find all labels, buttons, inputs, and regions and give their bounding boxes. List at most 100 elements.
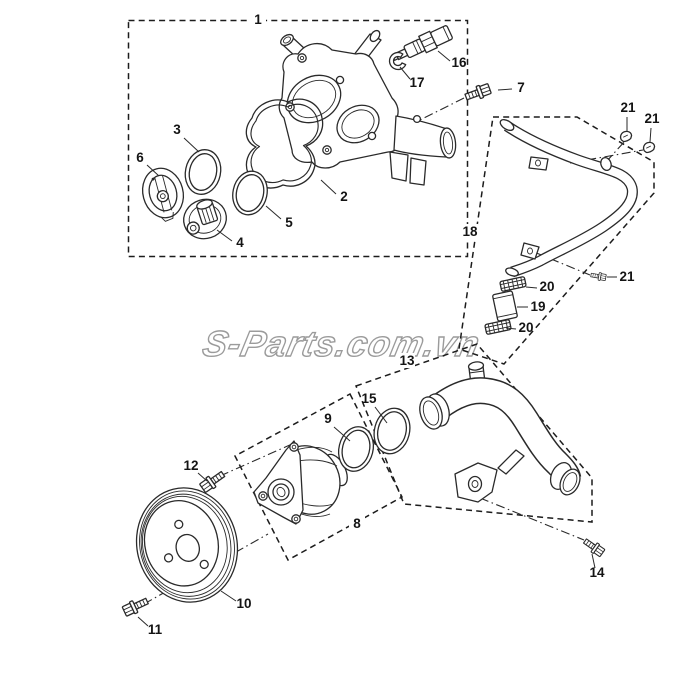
hose-bracket-a <box>528 156 549 171</box>
hose-grommet <box>600 157 612 171</box>
leader-line <box>320 179 337 195</box>
callout-15: 15 <box>361 391 388 424</box>
centerline-bolt-21 <box>533 251 591 276</box>
housing-openings <box>286 74 380 144</box>
leader-line <box>146 164 160 177</box>
part-number-15: 15 <box>361 391 377 406</box>
housing-tab-b <box>409 157 427 186</box>
callout-1: 1 <box>250 12 266 27</box>
part-bolt-21 <box>589 270 607 282</box>
leader-line <box>497 88 513 91</box>
callout-2: 2 <box>320 179 348 204</box>
leader-line <box>437 50 451 62</box>
centerline-bolt-14 <box>479 497 585 541</box>
part-seal-3 <box>184 149 222 195</box>
leader-line <box>333 426 351 442</box>
callout-11: 11 <box>137 616 163 637</box>
callout-13: 13 <box>399 353 415 368</box>
housing-bleed-hole <box>412 114 422 124</box>
assembly-box-18 <box>458 116 655 365</box>
part-number-10: 10 <box>236 596 251 611</box>
part-number-6: 6 <box>136 150 144 165</box>
callout-10: 10 <box>220 590 252 611</box>
callout-12: 12 <box>183 458 208 482</box>
callout-6: 6 <box>136 150 160 177</box>
part-number-2: 2 <box>340 189 348 204</box>
callout-20: 20 <box>525 279 555 294</box>
part-seal-5 <box>232 170 268 216</box>
part-number-7: 7 <box>517 80 525 95</box>
housing-outlet-bore <box>442 131 454 155</box>
part-clamp-20-lower <box>484 318 512 336</box>
leader-line <box>216 229 233 242</box>
centerline-clip-21a <box>605 140 626 163</box>
pipe-wing <box>497 449 525 475</box>
callout-21: 21 <box>607 269 635 284</box>
part-number-1: 1 <box>254 12 262 27</box>
housing-left-port-bore <box>282 36 292 44</box>
centerline-clip-21b <box>569 149 644 164</box>
part-number-5: 5 <box>285 215 293 230</box>
assembly-box-8 <box>233 392 403 562</box>
callout-5: 5 <box>265 205 293 230</box>
part-number-16: 16 <box>451 55 467 70</box>
part-number-9: 9 <box>324 411 332 426</box>
callout-8: 8 <box>349 516 365 531</box>
part-thermostat-housing <box>278 29 457 186</box>
part-number-12: 12 <box>183 458 198 473</box>
part-bolt-7 <box>463 81 493 104</box>
part-clamp-20-upper <box>499 275 527 293</box>
callout-4: 4 <box>216 229 244 250</box>
part-number-4: 4 <box>236 235 244 250</box>
part-pulley-10 <box>135 487 239 603</box>
part-number-18: 18 <box>462 224 478 239</box>
callout-9: 9 <box>324 411 351 442</box>
hose-bracket-b <box>520 242 540 260</box>
part-clip-21-b <box>641 140 657 154</box>
part-heater-hose-18 <box>499 119 638 278</box>
housing-top-port <box>369 29 381 43</box>
leader-line <box>399 66 411 80</box>
assembly-boxes <box>127 19 655 562</box>
pipe-end-right <box>559 468 581 496</box>
housing-outlet-tube <box>393 115 448 158</box>
assembly-box-13 <box>355 343 593 523</box>
callout-3: 3 <box>173 122 200 153</box>
part-number-17: 17 <box>409 75 424 90</box>
leader-line <box>505 327 517 330</box>
leader-line <box>374 406 388 424</box>
watermark-layer: S-Parts.com.vn <box>199 323 485 365</box>
pipe-end-left <box>419 396 443 430</box>
part-number-13: 13 <box>399 353 415 368</box>
leader-line <box>649 127 652 143</box>
part-thermostat-6 <box>141 167 185 222</box>
callout-18: 18 <box>462 224 478 239</box>
part-number-21: 21 <box>619 269 635 284</box>
part-thermostat-insert-4 <box>183 198 227 240</box>
part-number-20: 20 <box>539 279 554 294</box>
hose-end-top <box>499 119 515 131</box>
pulley-center-hole <box>175 533 201 562</box>
centerline-bolt-12 <box>219 443 293 477</box>
pump-hub <box>267 478 295 506</box>
part-number-3: 3 <box>173 122 181 137</box>
housing-bolt-ears <box>285 53 377 155</box>
callout-7: 7 <box>497 80 525 95</box>
callout-20: 20 <box>505 320 534 335</box>
part-number-19: 19 <box>530 299 545 314</box>
part-bolt-11 <box>120 594 151 619</box>
leader-line <box>525 286 538 289</box>
part-oring-9 <box>337 426 375 472</box>
part-number-20: 20 <box>518 320 533 335</box>
leader-line <box>220 590 237 602</box>
leader-line <box>197 472 208 482</box>
leader-line <box>183 137 200 153</box>
callout-21: 21 <box>620 100 636 131</box>
part-gasket-15 <box>373 407 411 455</box>
callout-21: 21 <box>644 111 660 143</box>
callout-19: 19 <box>517 299 546 314</box>
part-number-21: 21 <box>620 100 636 115</box>
callout-14: 14 <box>589 553 605 580</box>
